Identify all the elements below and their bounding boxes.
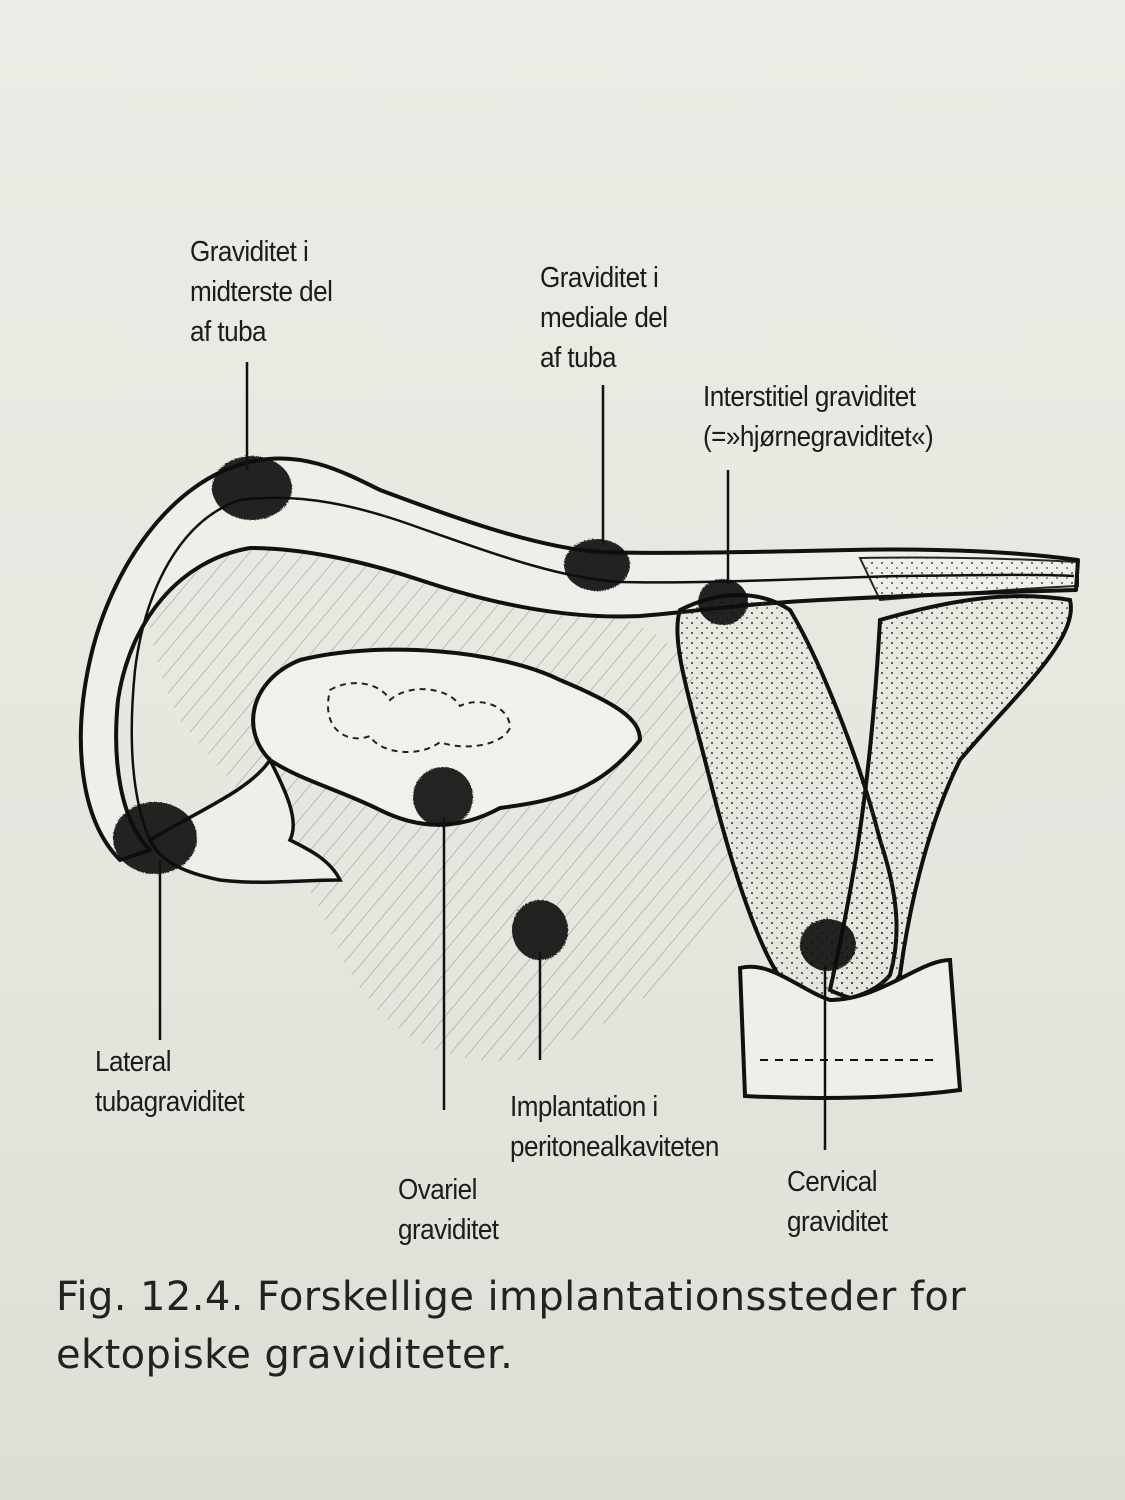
label-line: mediale del	[540, 302, 668, 334]
uterus-wall	[827, 594, 1073, 1002]
leader-lines	[158, 362, 827, 1150]
label-line: af tuba	[540, 342, 617, 374]
label-lateral: Lateral tubagraviditet	[95, 1042, 245, 1122]
label-line: Cervical	[787, 1166, 877, 1198]
caption-line: Fig. 12.4. Forskellige implantationssted…	[56, 1274, 967, 1320]
label-medial-tuba: Graviditet i mediale del af tuba	[540, 258, 668, 378]
caption-line: ektopiske graviditeter.	[56, 1332, 514, 1378]
label-interstitial: Interstitiel graviditet (=»hjørnegravidi…	[703, 377, 934, 457]
label-line: tubagraviditet	[95, 1086, 245, 1118]
site-mid-tuba	[212, 456, 292, 520]
site-ovarian	[413, 767, 473, 827]
cervix	[737, 957, 963, 1100]
ligament-band	[858, 556, 1079, 602]
label-line: graviditet	[787, 1206, 888, 1238]
label-line: Interstitiel graviditet	[703, 381, 916, 413]
label-mid-tuba: Graviditet i midterste del af tuba	[190, 232, 333, 352]
label-line: Implantation i	[510, 1091, 658, 1123]
label-line: (=»hjørnegraviditet«)	[703, 421, 934, 453]
label-line: Ovariel	[398, 1174, 477, 1206]
label-line: midterste del	[190, 276, 333, 308]
figure-caption: Fig. 12.4. Forskellige implantationssted…	[56, 1268, 966, 1384]
site-medial-tuba	[564, 539, 630, 591]
label-peritoneal: Implantation i peritonealkaviteten	[510, 1087, 719, 1167]
site-peritoneal	[512, 900, 568, 960]
label-line: Graviditet i	[540, 262, 659, 294]
label-line: peritonealkaviteten	[510, 1131, 719, 1163]
fimbriae	[147, 756, 343, 884]
label-line: Graviditet i	[190, 236, 309, 268]
site-interstitial	[698, 579, 748, 625]
implantation-sites	[113, 456, 856, 971]
site-cervical	[800, 919, 856, 971]
label-cervical: Cervical graviditet	[787, 1162, 888, 1242]
label-ovarian: Ovariel graviditet	[398, 1170, 499, 1250]
label-line: Lateral	[95, 1046, 172, 1078]
site-lateral	[113, 802, 197, 874]
label-line: graviditet	[398, 1214, 499, 1246]
label-line: af tuba	[190, 316, 267, 348]
